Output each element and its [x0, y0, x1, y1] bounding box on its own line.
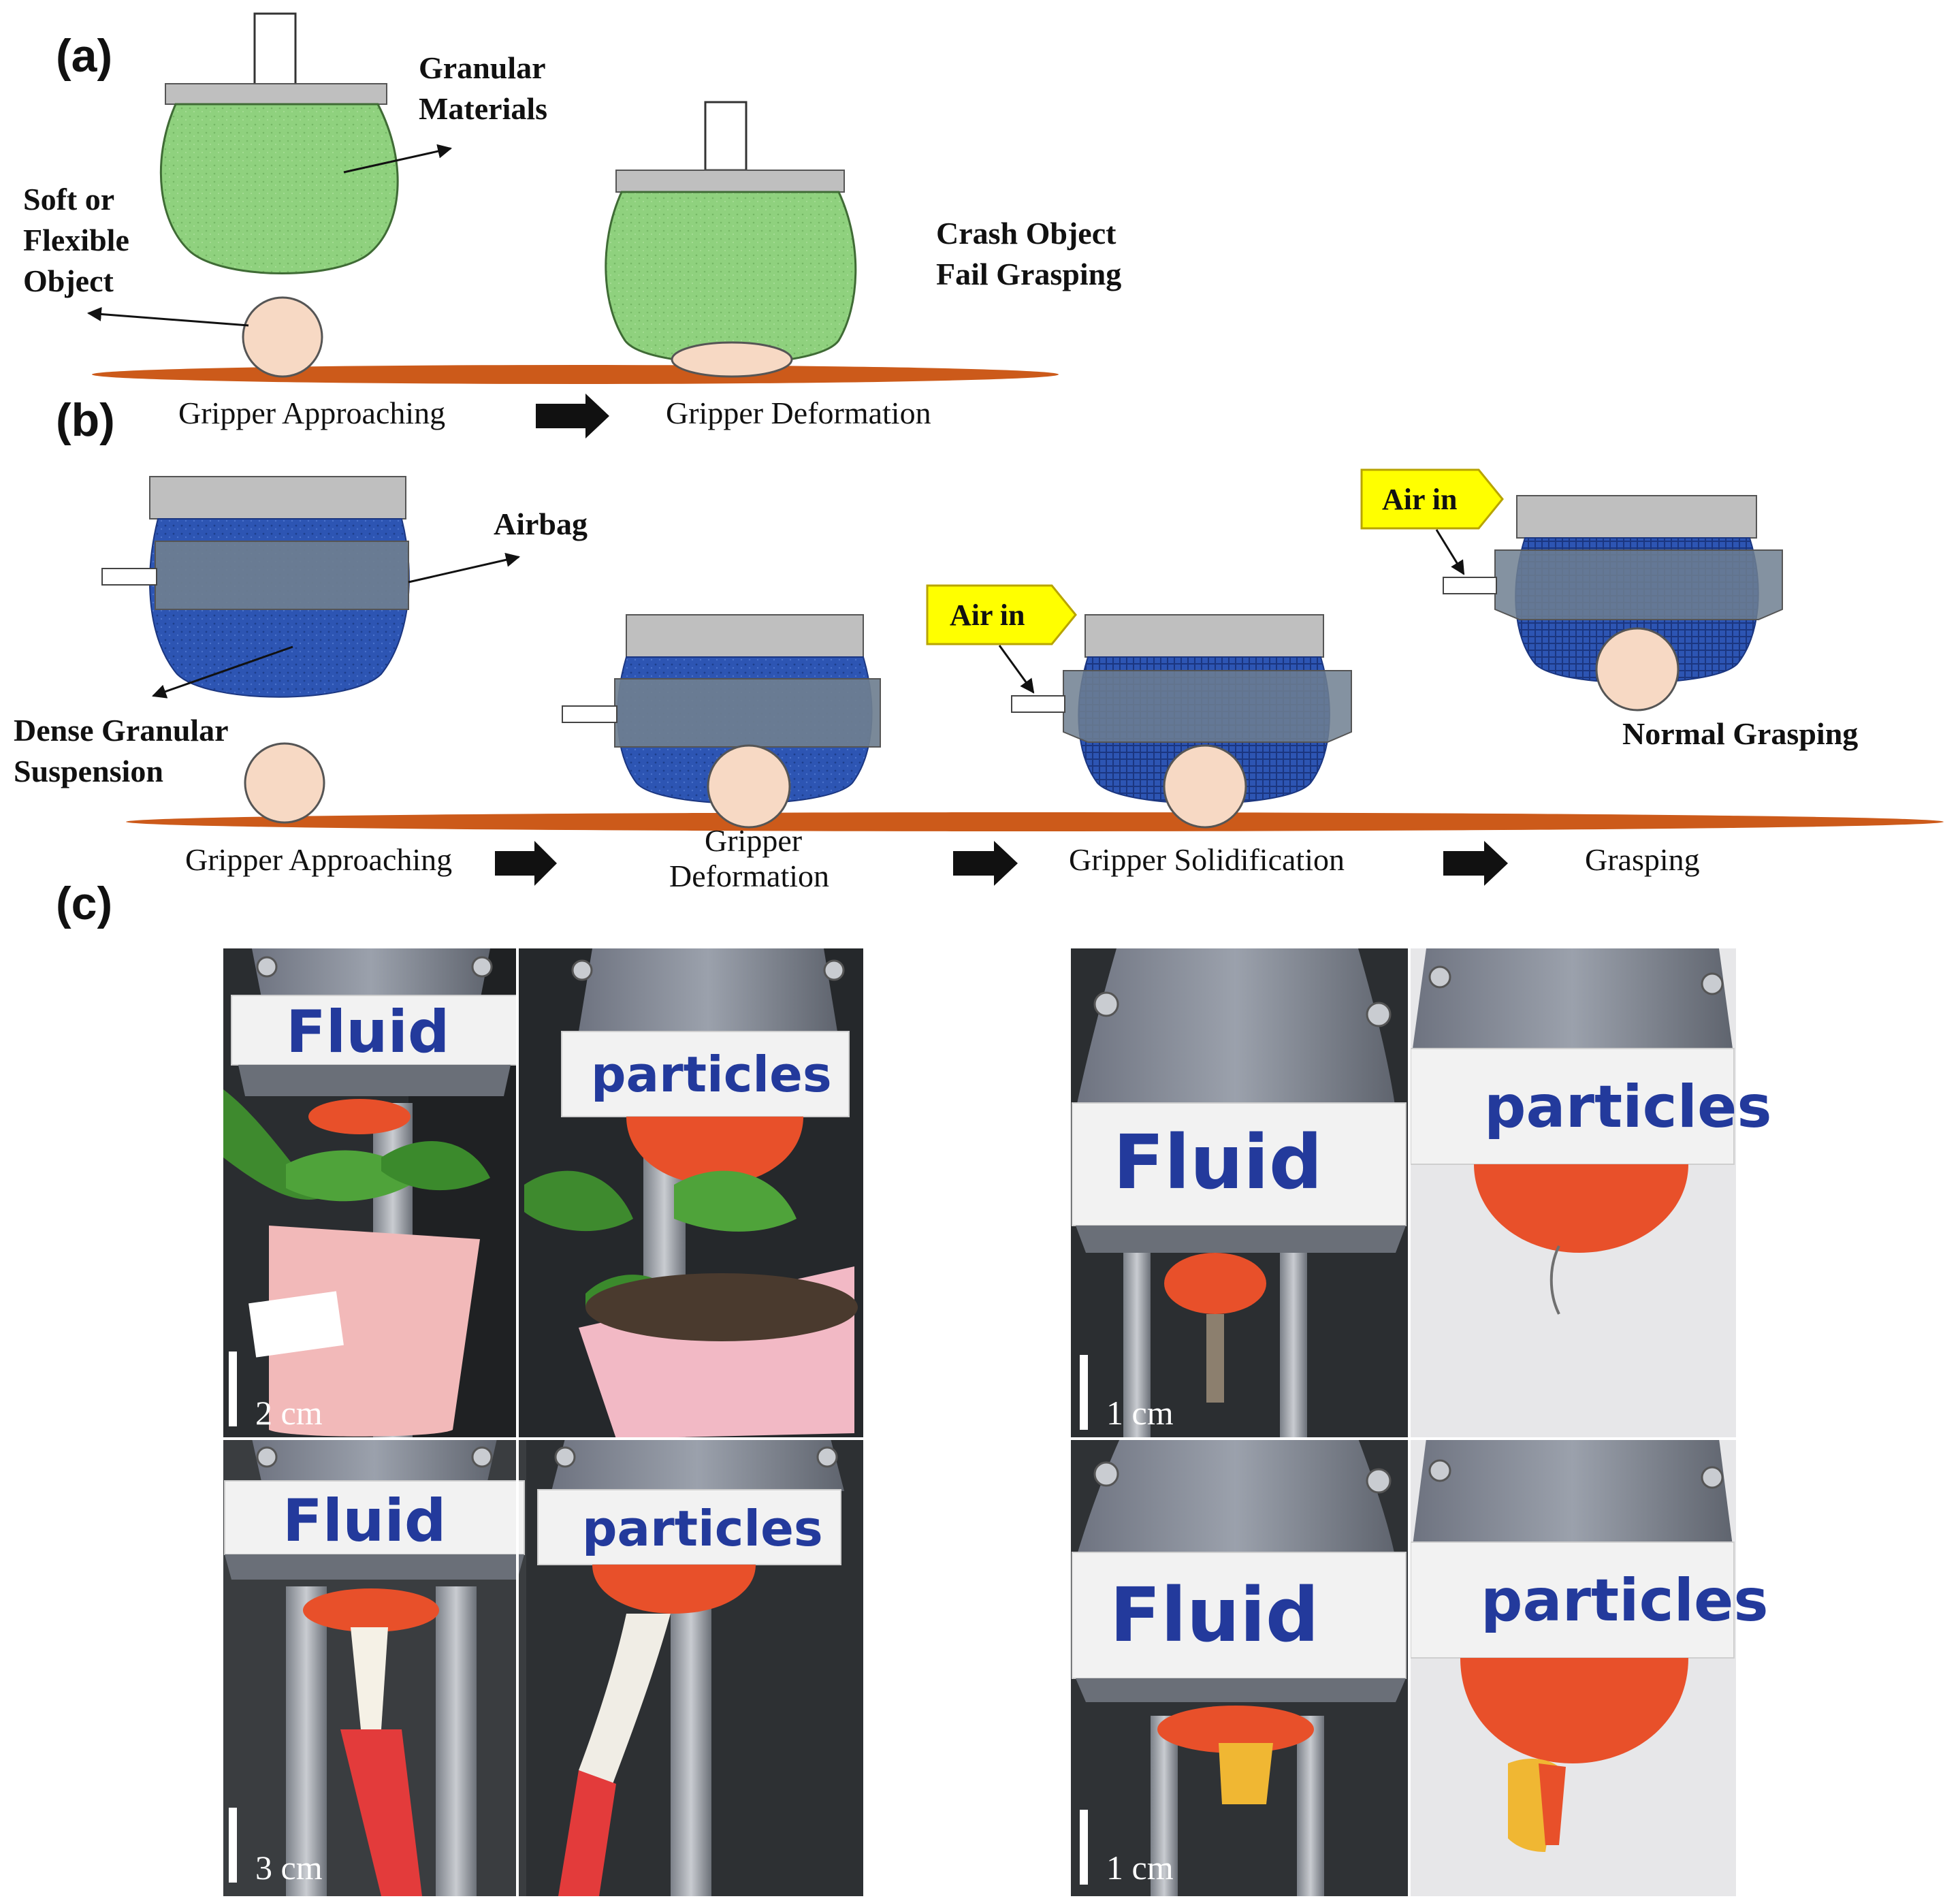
soft-object-a2-crushed	[671, 341, 793, 378]
photo-fluid-spring: Fluid 1 cm	[1071, 948, 1409, 1439]
object-b1	[244, 742, 325, 824]
panel-c-label: (c)	[56, 878, 112, 929]
step-a2-label: Gripper Deformation	[666, 396, 931, 430]
svg-text:Fluid: Fluid	[1110, 1571, 1319, 1659]
dense-label-line1: Dense Granular	[14, 713, 229, 748]
svg-text:particles: particles	[1481, 1567, 1769, 1635]
photo-particles-strip: particles	[1409, 1439, 1769, 1896]
dense-arrow	[152, 645, 293, 699]
svg-text:particles: particles	[582, 1500, 823, 1557]
blue-gripper-grasping	[1443, 495, 1783, 684]
soft-object-arrow	[86, 306, 249, 327]
surface-a	[92, 365, 1059, 384]
step-a-arrow	[536, 394, 609, 438]
step-b4-label: Grasping	[1585, 842, 1700, 877]
svg-text:2 cm: 2 cm	[255, 1394, 323, 1432]
step-b3-label: Gripper Solidification	[1069, 842, 1345, 877]
crash-label-line2: Fail Grasping	[936, 257, 1121, 291]
svg-text:3 cm: 3 cm	[255, 1849, 323, 1887]
photo-particles-spring: particles	[1409, 948, 1772, 1439]
step-b-arrow-2	[953, 841, 1018, 886]
object-b3	[1163, 744, 1247, 829]
photo-fluid-tube: Fluid 3 cm	[223, 1439, 526, 1896]
step-a1-label: Gripper Approaching	[178, 396, 445, 430]
airbag-arrow	[408, 552, 521, 583]
step-b1-label: Gripper Approaching	[185, 842, 452, 877]
svg-text:Fluid: Fluid	[1113, 1119, 1323, 1206]
svg-text:Air in: Air in	[1382, 483, 1457, 516]
granular-label-line1: Granular	[419, 50, 546, 85]
blue-gripper-solidified	[1011, 614, 1352, 804]
air-in-tag-1: Air in	[926, 584, 1077, 645]
photo-fluid-plant: Fluid 2 cm	[223, 948, 518, 1439]
photo-fluid-strip: Fluid 1 cm	[1071, 1439, 1409, 1896]
soft-object-label-line2: Flexible	[23, 223, 129, 257]
normal-grasping-label: Normal Grasping	[1622, 716, 1858, 751]
step-b-arrow-3	[1443, 841, 1508, 886]
svg-text:Air in: Air in	[950, 598, 1025, 632]
panel-b-label: (b)	[56, 394, 115, 446]
blue-gripper-deformed	[562, 614, 881, 804]
svg-text:particles: particles	[1484, 1073, 1772, 1141]
svg-text:particles: particles	[591, 1046, 832, 1103]
dense-label-line2: Suspension	[14, 754, 163, 788]
object-b4	[1595, 627, 1680, 711]
crash-label-line1: Crash Object	[936, 216, 1116, 251]
svg-text:1 cm: 1 cm	[1106, 1394, 1174, 1432]
soft-object-label-line1: Soft or	[23, 182, 114, 217]
surface-b	[126, 812, 1944, 831]
blue-gripper-approaching	[101, 476, 410, 698]
photo-particles-tube: particles	[526, 1439, 863, 1896]
granular-arrow	[343, 144, 453, 174]
airbag-label: Airbag	[494, 507, 588, 541]
svg-text:Fluid: Fluid	[283, 1487, 447, 1555]
step-b-arrow-1	[495, 841, 557, 886]
green-gripper-approaching	[159, 12, 399, 274]
green-gripper-deformed	[605, 101, 857, 365]
svg-text:Fluid: Fluid	[286, 998, 450, 1066]
photo-particles-plant: particles	[517, 948, 863, 1439]
soft-object-a1	[242, 296, 323, 378]
step-b2-label-line2: Deformation	[669, 859, 829, 893]
air-in-arrow-2	[1435, 529, 1465, 575]
soft-object-label-line3: Object	[23, 263, 114, 298]
svg-text:1 cm: 1 cm	[1106, 1849, 1174, 1887]
granular-label-line2: Materials	[419, 91, 547, 126]
panel-a-label: (a)	[56, 30, 112, 82]
air-in-tag-2: Air in	[1360, 468, 1504, 530]
object-b2	[707, 744, 791, 829]
step-b2-label-line1: Gripper	[705, 823, 802, 858]
air-in-arrow-1	[998, 645, 1035, 694]
